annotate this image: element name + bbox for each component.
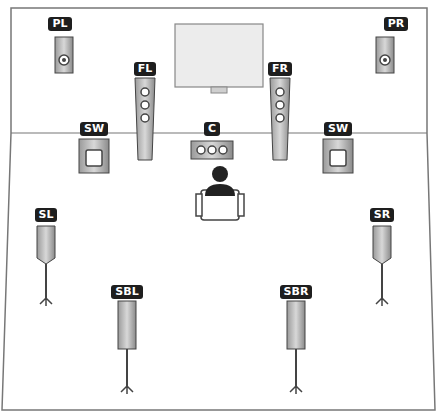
surround-back-speaker-left	[118, 301, 136, 394]
speaker-label: PL	[52, 17, 67, 31]
front-speaker-right	[270, 78, 290, 160]
speaker-label: FR	[272, 62, 288, 76]
presence-speaker-left	[55, 37, 73, 73]
subwoofer-left	[79, 139, 109, 173]
speaker-tag: C	[204, 122, 220, 136]
speaker-tag: FR	[268, 62, 292, 76]
speaker-label: SL	[39, 208, 54, 222]
speaker-label: SBR	[284, 285, 309, 299]
speaker-tag: SR	[370, 208, 394, 222]
listener	[196, 166, 244, 220]
surround-speaker-right	[373, 226, 391, 306]
speaker-label: C	[208, 122, 216, 136]
surround-back-speaker-right	[287, 301, 305, 394]
speaker-label: FL	[138, 62, 153, 76]
speaker-tag: FL	[134, 62, 157, 76]
speaker-label: SR	[374, 208, 390, 222]
speaker-tag: PL	[48, 17, 71, 31]
front-speaker-left	[135, 78, 155, 160]
speaker-tag: SBR	[280, 285, 313, 299]
surround-speaker-left	[37, 226, 55, 306]
tv-stand	[211, 87, 227, 93]
tv-screen	[175, 24, 263, 87]
presence-speaker-right	[376, 37, 394, 73]
speaker-tag: SW	[80, 122, 108, 136]
speaker-tag: SL	[35, 208, 58, 222]
center-speaker	[191, 141, 233, 159]
speaker-tag: PR	[384, 17, 409, 31]
subwoofer-right	[323, 139, 353, 173]
speaker-label: SW	[84, 122, 104, 136]
room-outline	[2, 8, 435, 410]
speaker-tag: SW	[324, 122, 352, 136]
speaker-label: PR	[388, 17, 405, 31]
speaker-tag: SBL	[111, 285, 142, 299]
speaker-label: SW	[328, 122, 348, 136]
speaker-label: SBL	[115, 285, 138, 299]
